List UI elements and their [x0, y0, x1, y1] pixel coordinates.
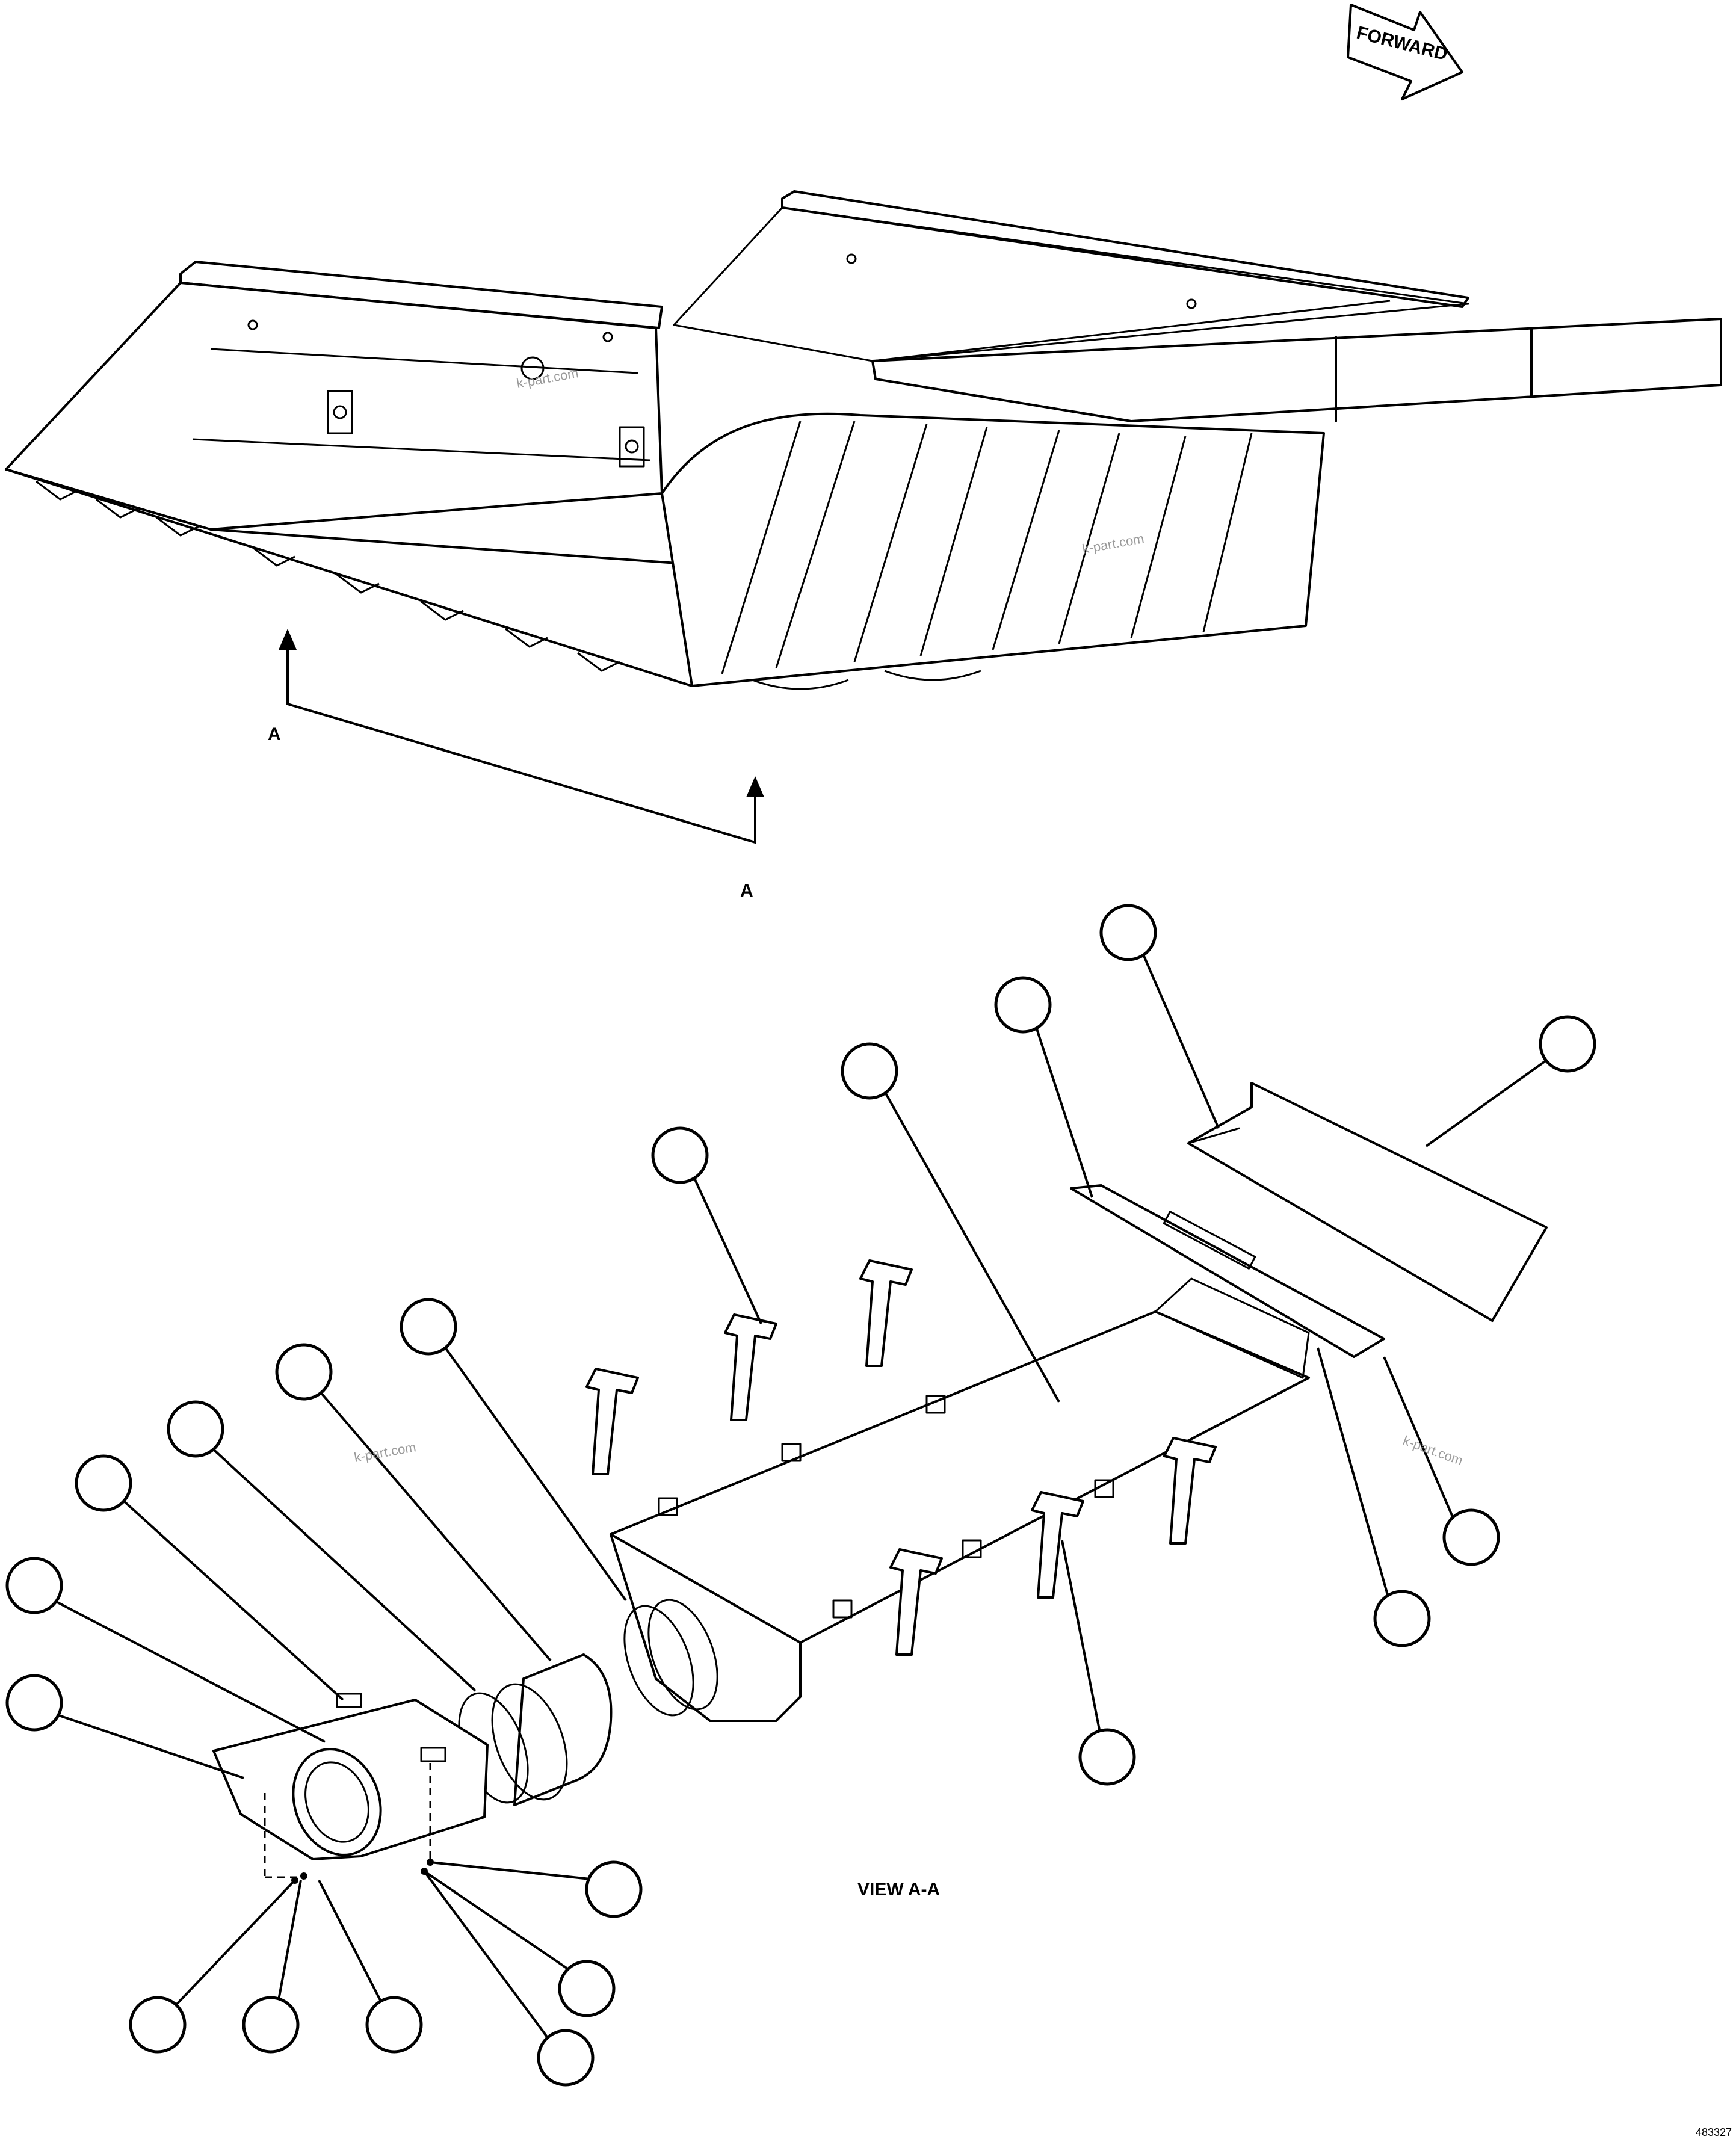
callout-9[interactable]: [75, 1454, 344, 1701]
watermark-3: k-part.com: [353, 1439, 418, 1465]
callout-15[interactable]: [430, 1860, 643, 1918]
callout-19[interactable]: [242, 1880, 302, 2054]
section-marker-left: A: [268, 724, 281, 744]
clamp-ring-1: [623, 1605, 694, 1717]
dump-body-iso-view: [5, 190, 1722, 690]
callout-20[interactable]: [318, 1880, 423, 2054]
deflector-plate: [1187, 1082, 1548, 1322]
callout-5[interactable]: [651, 1126, 762, 1324]
watermark-4: k-part.com: [1401, 1433, 1465, 1468]
forward-arrow: FORWARD: [1347, 4, 1463, 100]
callout-14[interactable]: [1061, 1540, 1136, 1786]
callout-7[interactable]: [275, 1343, 552, 1662]
callout-4[interactable]: [841, 1042, 1060, 1403]
view-caption: VIEW A-A: [857, 1880, 940, 1900]
callout-6[interactable]: [400, 1298, 627, 1602]
callout-3[interactable]: [1425, 1015, 1596, 1147]
flat-plate: [1070, 1184, 1385, 1358]
callout-2[interactable]: [994, 976, 1093, 1198]
section-marker-right: A: [740, 881, 753, 901]
callout-balloons: [5, 904, 1596, 2087]
callout-17[interactable]: [423, 1870, 595, 2087]
callout-18[interactable]: [129, 1879, 296, 2054]
callout-13[interactable]: [1317, 1347, 1431, 1647]
sleeve: [513, 1653, 613, 1806]
callout-10[interactable]: [5, 1557, 326, 1743]
callout-12[interactable]: [1383, 1356, 1500, 1566]
view-a-a-exploded-parts: [212, 1082, 1548, 1884]
figure-number: 483327: [1696, 2126, 1732, 2138]
callout-1[interactable]: [1099, 904, 1220, 1129]
callout-16[interactable]: [423, 1870, 616, 2017]
callout-11[interactable]: [5, 1674, 244, 1779]
callout-8[interactable]: [167, 1400, 477, 1692]
section-line-a-a: A A: [268, 629, 764, 901]
